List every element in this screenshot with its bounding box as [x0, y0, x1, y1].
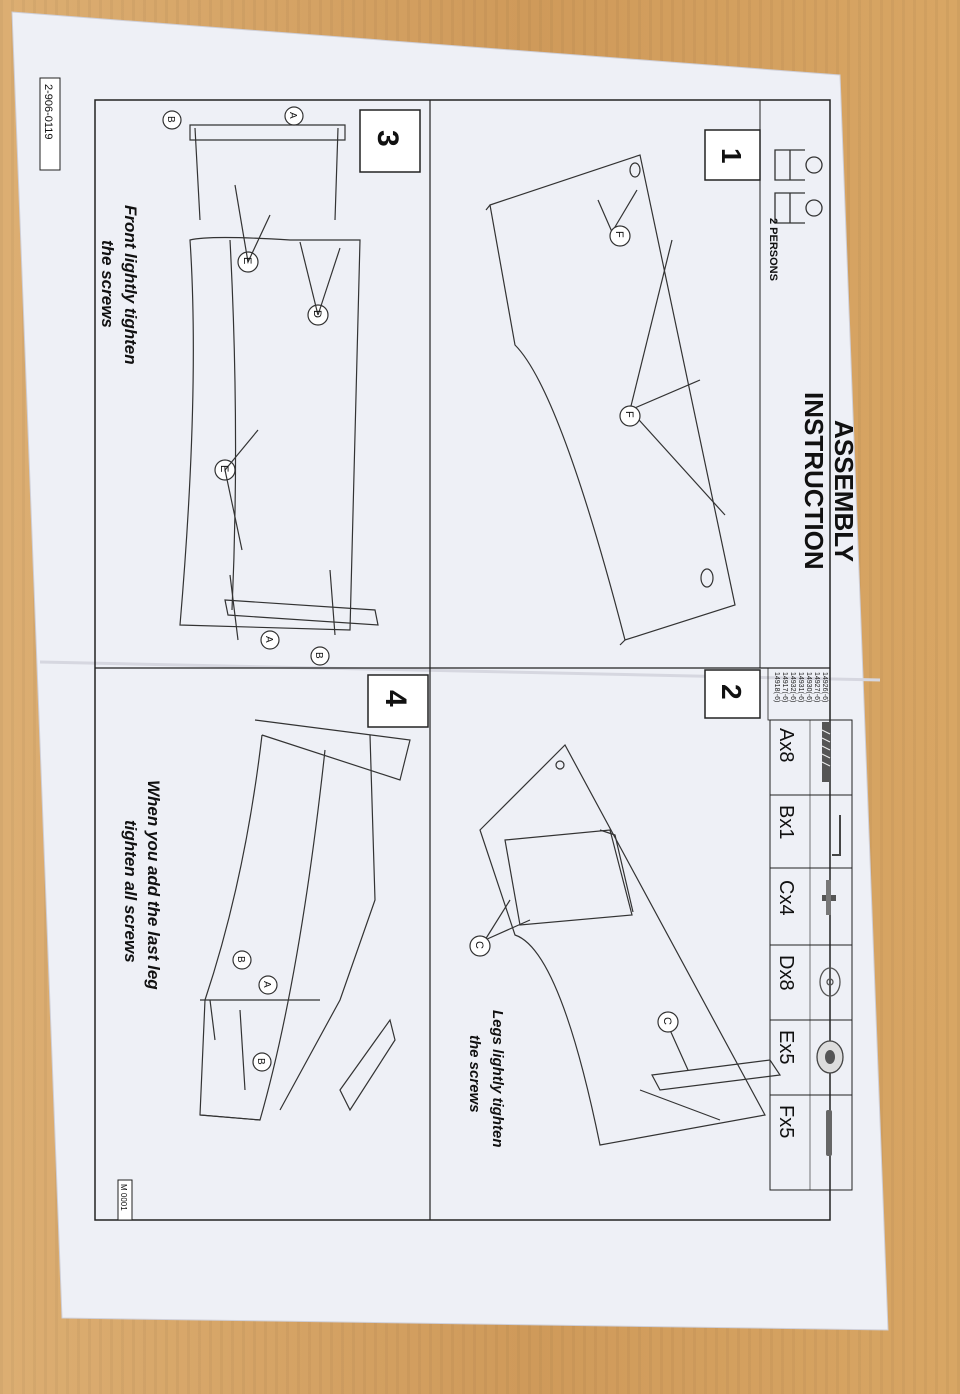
svg-text:E: E — [241, 257, 253, 264]
svg-text:B: B — [235, 956, 246, 963]
step-3-note-line1: Front lightly tighten — [121, 205, 140, 365]
step-3-front-panel-drawing — [162, 106, 379, 666]
persons-label: 2 PERSONS — [767, 218, 779, 281]
svg-text:2: 2 — [716, 684, 747, 700]
svg-text:4: 4 — [379, 690, 412, 707]
svg-text:C: C — [473, 941, 485, 949]
allen-key-icon — [832, 815, 841, 856]
svg-text:A: A — [287, 112, 298, 119]
svg-text:B: B — [255, 1058, 266, 1065]
long-screw-icon — [821, 722, 831, 782]
step-3-note-line2: the screws — [98, 240, 117, 328]
part-code-b: Bx1 — [775, 805, 797, 839]
svg-text:M 0001: M 0001 — [119, 1184, 128, 1211]
instruction-frame — [94, 99, 831, 1221]
cam-nut-icon — [816, 1040, 844, 1074]
step-4-note-line2: tighten all screws — [121, 820, 140, 963]
svg-text:14927(-6): 14927(-6) — [813, 672, 820, 702]
cam-lock-icon — [819, 967, 841, 997]
svg-text:14931(-6): 14931(-6) — [797, 672, 804, 702]
svg-text:F: F — [623, 411, 635, 418]
part-code-d: Dx8 — [775, 955, 797, 991]
svg-text:1: 1 — [716, 148, 747, 164]
svg-text:C: C — [661, 1017, 673, 1025]
svg-text:14930(-6): 14930(-6) — [805, 672, 812, 702]
svg-text:B: B — [313, 652, 324, 659]
title-line1: ASSEMBLY — [829, 420, 859, 562]
svg-text:14917(-6): 14917(-6) — [781, 672, 788, 702]
title-line2: INSTRUCTION — [799, 392, 829, 570]
doc-code-box: 2-906-0119 — [39, 77, 61, 171]
svg-text:3: 3 — [371, 130, 404, 147]
svg-text:E: E — [218, 465, 230, 472]
svg-text:B: B — [165, 116, 176, 123]
svg-text:D: D — [311, 310, 323, 318]
part-code-e: Ex5 — [775, 1030, 797, 1064]
two-persons-icon — [774, 149, 823, 224]
step-1-desktop-drawing — [485, 154, 736, 646]
step-2-badge: 2 — [704, 669, 761, 719]
svg-text:14926(-6): 14926(-6) — [821, 672, 828, 702]
step-4-note-line1: When you add the last leg — [144, 780, 163, 990]
header-column: 2 PERSONS ASSEMBLY INSTRUCTION 14926(-6)… — [759, 100, 859, 1191]
svg-text:A: A — [263, 636, 274, 643]
svg-text:F: F — [613, 231, 625, 238]
svg-text:A: A — [261, 981, 272, 988]
step-4-finished-desk-drawing — [199, 719, 411, 1121]
part-code-f: Fx5 — [775, 1105, 797, 1138]
parts-table: Ax8 Bx1 Cx4 Dx8 Ex5 Fx5 — [769, 719, 853, 1191]
svg-text:2-906-0119: 2-906-0119 — [42, 84, 54, 139]
short-bolt-icon — [822, 880, 836, 915]
step-2-first-leg-drawing — [469, 744, 782, 1146]
sheet-code-box: M 0001 — [117, 1179, 133, 1221]
step-3-badge: 3 — [359, 109, 421, 173]
step-1-badge: 1 — [704, 129, 761, 181]
part-code-a: Ax8 — [775, 728, 797, 762]
svg-text:14918(-6): 14918(-6) — [773, 672, 780, 702]
step-4-badge: 4 — [367, 674, 429, 728]
step-2-note-line1: Legs lightly tighten — [489, 1010, 506, 1148]
svg-text:14932(-6): 14932(-6) — [789, 672, 796, 702]
step-2-note-line2: the screws — [466, 1035, 483, 1113]
part-code-c: Cx4 — [775, 880, 797, 916]
dowel-icon — [826, 1110, 832, 1156]
